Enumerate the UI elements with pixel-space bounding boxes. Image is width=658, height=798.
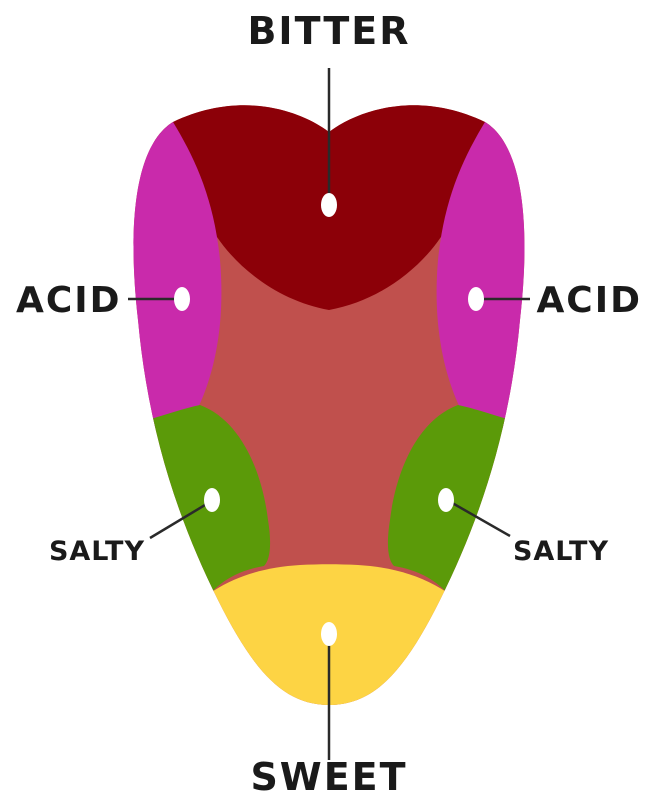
acid-left-label: ACID	[16, 280, 122, 321]
salty-right-label: SALTY	[513, 536, 609, 567]
salty-left-marker	[204, 488, 220, 512]
bitter-label: BITTER	[247, 9, 410, 53]
acid-right-label: ACID	[536, 280, 642, 321]
sweet-label: SWEET	[250, 755, 407, 798]
acid-left-marker	[174, 287, 190, 311]
bitter-marker	[321, 193, 337, 217]
sweet-marker	[321, 622, 337, 646]
acid-right-marker	[468, 287, 484, 311]
salty-right-marker	[438, 488, 454, 512]
salty-left-label: SALTY	[49, 536, 145, 567]
